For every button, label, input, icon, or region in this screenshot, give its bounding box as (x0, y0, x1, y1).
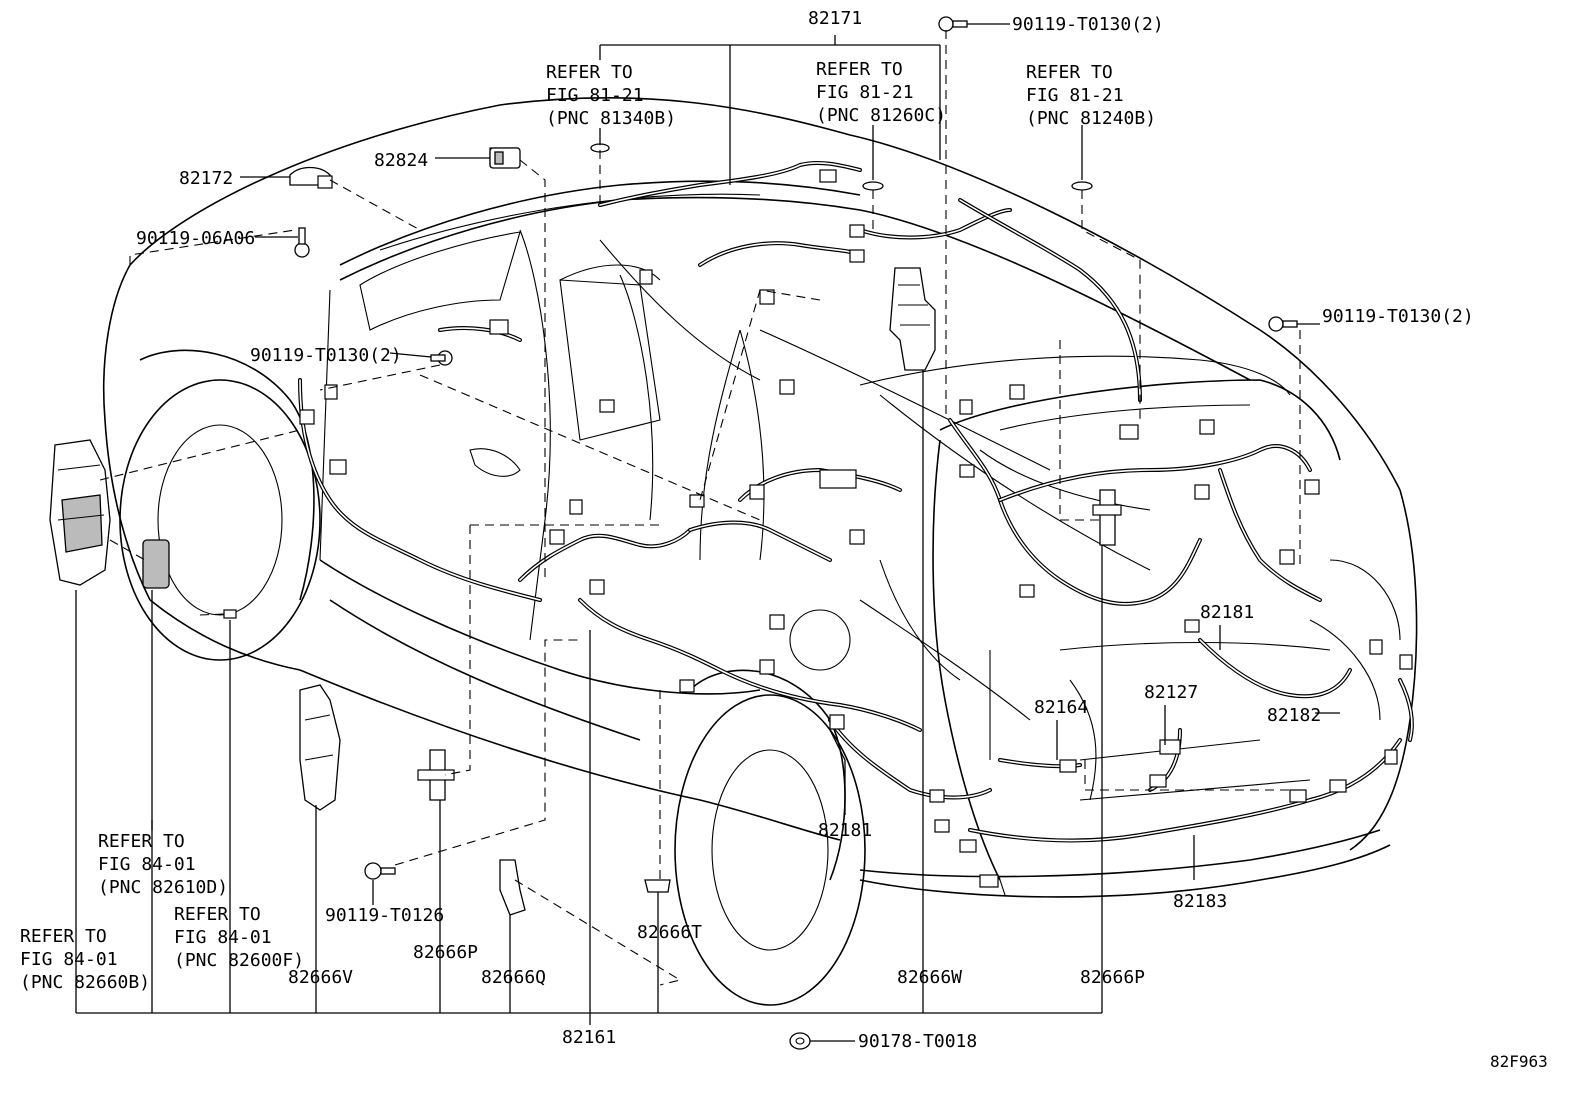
label-82183: 82183 (1173, 891, 1227, 912)
ref-82600F-line1: REFER TO (174, 904, 261, 925)
clip-82666P-right (1092, 489, 1122, 546)
ref-82610D-line1: REFER TO (98, 831, 185, 852)
reference-82610D: REFER TO FIG 84-01 (PNC 82610D) (98, 831, 228, 898)
label-82666T: 82666T (637, 922, 702, 943)
ref-82660B-line3: (PNC 82660B) (20, 972, 150, 993)
part-labels: 82171 82172 82824 82161 82164 82127 8218… (179, 8, 1321, 1048)
ref-81340B-line3: (PNC 81340B) (546, 108, 676, 129)
label-82164: 82164 (1034, 697, 1088, 718)
ref-82600F-line3: (PNC 82600F) (174, 950, 304, 971)
ref-82600F-line2: FIG 84-01 (174, 927, 272, 948)
vehicle-body-outline (102, 96, 1418, 1006)
ref-81240B-line2: FIG 81-21 (1026, 85, 1124, 106)
label-clip-bottom: 90178-T0018 (858, 1031, 977, 1052)
ref-81260C-line3: (PNC 81260C) (816, 105, 946, 126)
label-bolt-bottom: 90119-T0126 (325, 905, 444, 926)
reference-81240B: REFER TO FIG 81-21 (PNC 81240B) (1026, 62, 1156, 129)
ref-82610D-line3: (PNC 82610D) (98, 877, 228, 898)
roof-clips (590, 143, 1093, 191)
label-82171: 82171 (808, 8, 862, 29)
ref-81260C-line2: FIG 81-21 (816, 82, 914, 103)
label-82666V: 82666V (288, 967, 353, 988)
ref-81340B-line2: FIG 81-21 (546, 85, 644, 106)
label-82127: 82127 (1144, 682, 1198, 703)
label-bolt-roof: 90119-06A06 (136, 228, 255, 249)
reference-81260C: REFER TO FIG 81-21 (PNC 81260C) (816, 59, 946, 126)
diagram-code: 82F963 (1490, 1052, 1548, 1071)
left-ecu-block (49, 439, 111, 586)
ref-82660B-line2: FIG 84-01 (20, 949, 118, 970)
reference-82660B: REFER TO FIG 84-01 (PNC 82660B) (20, 926, 150, 993)
ref-82660B-line1: REFER TO (20, 926, 107, 947)
label-bolt-right: 90119-T0130(2) (1322, 306, 1474, 327)
grommet-90178-T0018 (789, 1032, 811, 1050)
ref-81240B-line3: (PNC 81240B) (1026, 108, 1156, 129)
label-bolt-left: 90119-T0130(2) (250, 345, 402, 366)
ref-81260C-line1: REFER TO (816, 59, 903, 80)
side-harness-left (298, 326, 542, 602)
label-82181-center: 82181 (818, 820, 872, 841)
label-82181-right: 82181 (1200, 602, 1254, 623)
label-82666P-right: 82666P (1080, 967, 1145, 988)
relay-block (142, 539, 170, 589)
floor-harness-82161 (518, 468, 992, 800)
label-82824: 82824 (374, 150, 428, 171)
label-bolt-top: 90119-T0130(2) (1012, 14, 1164, 35)
leader-lines (75, 23, 1340, 1042)
bracket-82666V (299, 684, 341, 811)
label-82182: 82182 (1267, 705, 1321, 726)
label-82172: 82172 (179, 168, 233, 189)
dashed-reference-lines (99, 30, 1301, 986)
fastener-labels: 90119-T0130(2) 90119-T0130(2) 90119-T013… (136, 14, 1474, 1052)
clip-82666T (644, 879, 671, 893)
roof-harness (598, 160, 1142, 402)
part-82172-shape (289, 166, 333, 189)
label-82666Q: 82666Q (481, 967, 546, 988)
label-82666W: 82666W (897, 967, 962, 988)
roof-ecu-bracket (889, 267, 936, 371)
small-tab (223, 609, 237, 619)
reference-82600F: REFER TO FIG 84-01 (PNC 82600F) (174, 904, 304, 971)
clip-82666P-left (417, 749, 455, 801)
label-82666P-left: 82666P (413, 942, 478, 963)
clip-82666Q (499, 859, 526, 916)
ref-82610D-line2: FIG 84-01 (98, 854, 196, 875)
ref-81340B-line1: REFER TO (546, 62, 633, 83)
part-82824-shape (489, 147, 521, 169)
reference-81340B: REFER TO FIG 81-21 (PNC 81340B) (546, 62, 676, 129)
connectors (299, 147, 1413, 888)
label-82161: 82161 (562, 1027, 616, 1048)
rear-harness (948, 418, 1414, 843)
ref-81240B-line1: REFER TO (1026, 62, 1113, 83)
